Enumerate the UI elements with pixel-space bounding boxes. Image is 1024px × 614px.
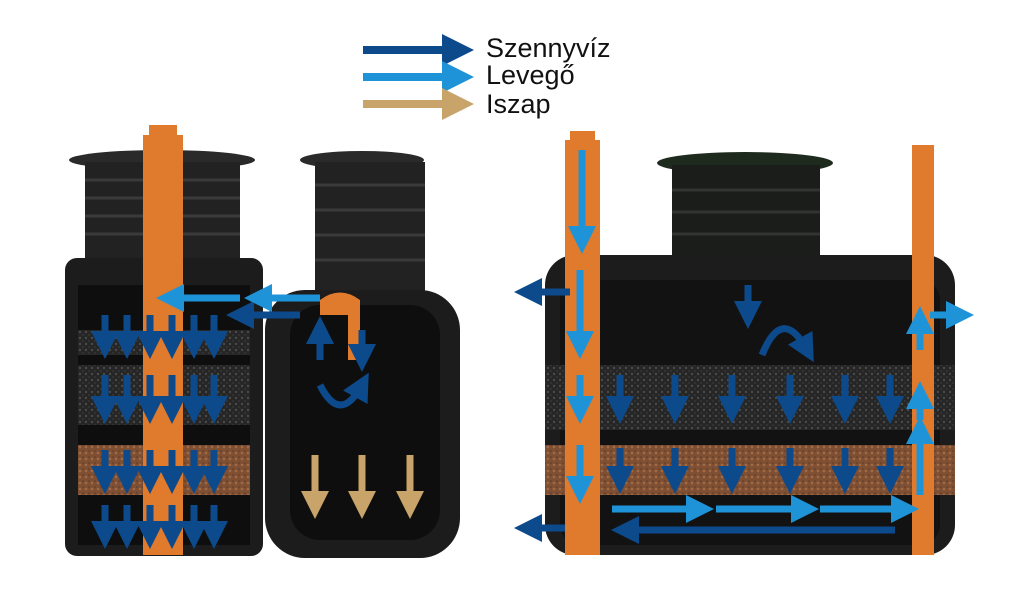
legend bbox=[363, 34, 474, 120]
legend-label-sludge: Iszap bbox=[486, 89, 551, 119]
left-unit bbox=[65, 125, 460, 558]
middle-riser bbox=[315, 162, 425, 292]
right-unit bbox=[514, 131, 974, 555]
legend-label-wastewater: Szennyvíz bbox=[486, 33, 611, 63]
legend-label-air: Levegő bbox=[486, 60, 575, 90]
